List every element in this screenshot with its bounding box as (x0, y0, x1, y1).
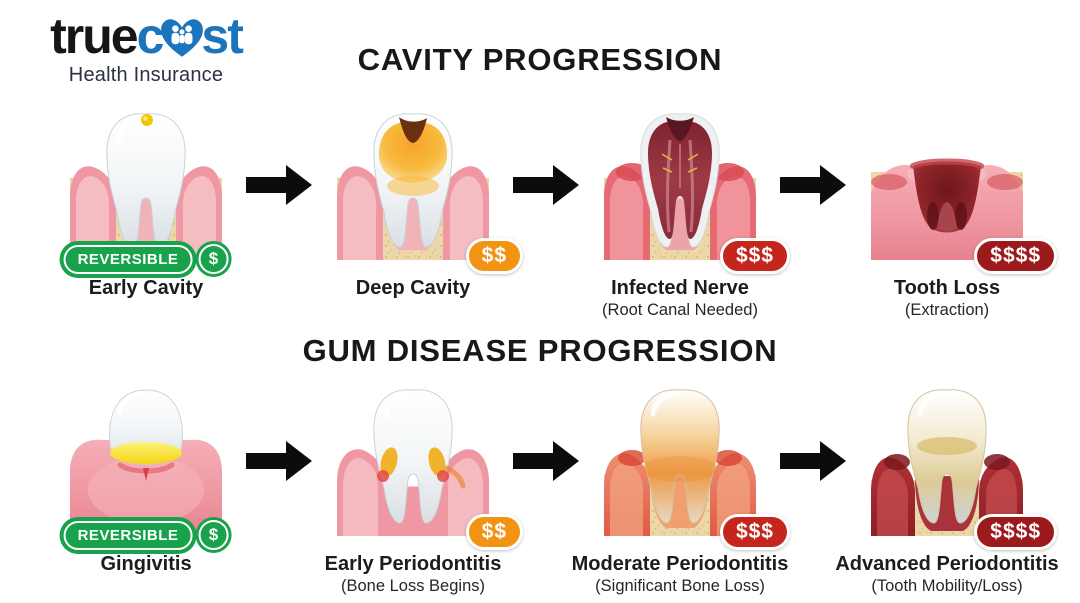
arrow-right-icon (512, 441, 579, 481)
moderate-periodontitis-illustration-wrap: $$$ (596, 376, 790, 550)
cost-badge: $$$$ (974, 238, 1057, 274)
stage-label: Tooth Loss (893, 277, 1001, 299)
stage-early-cavity: REVERSIBLE $ Early Cavity (62, 100, 230, 300)
arrow-cell (497, 100, 596, 208)
stage-sublabel: (Root Canal Needed) (602, 301, 758, 319)
cost-badge: $$$ (719, 238, 790, 274)
logo-text-true: true (50, 8, 138, 64)
stage-label: Deep Cavity (355, 277, 471, 299)
deep-cavity-tooth-illustration (337, 113, 489, 260)
cost-badge: $$ (465, 238, 523, 274)
early-periodontitis-badges: $$ (465, 514, 523, 550)
gingivitis-badges: REVERSIBLE $ (63, 520, 229, 550)
deep-cavity-badges: $$ (465, 238, 523, 274)
arrow-cell (230, 376, 329, 484)
gingivitis-illustration-wrap: REVERSIBLE $ (62, 376, 230, 550)
stage-sublabel: (Tooth Mobility/Loss) (871, 577, 1023, 595)
stage-sublabel: (Bone Loss Begins) (341, 577, 485, 595)
heart-family-icon (161, 19, 204, 57)
early-periodontitis-illustration-wrap: $$ (329, 376, 523, 550)
logo-subtitle: Health Insurance (68, 63, 224, 86)
gingivitis-tooth-illustration (70, 389, 222, 536)
logo-text-st: st (201, 8, 243, 64)
stage-sublabel: (Significant Bone Loss) (595, 577, 765, 595)
deep-cavity-illustration-wrap: $$ (329, 100, 523, 274)
stage-tooth-loss: $$$$ Tooth Loss (Extraction) (863, 100, 1057, 320)
early-cavity-badges: REVERSIBLE $ (63, 244, 229, 274)
gum-disease-progression-title: GUM DISEASE PROGRESSION (302, 333, 778, 368)
tooth-loss-badges: $$$$ (974, 238, 1057, 274)
advanced-periodontitis-badges: $$$$ (974, 514, 1057, 550)
cost-badge: $$ (465, 514, 523, 550)
stage-label: Moderate Periodontitis (571, 553, 789, 575)
cavity-progression-title: CAVITY PROGRESSION (357, 42, 723, 77)
arrow-cell (764, 100, 863, 208)
reversible-badge: REVERSIBLE (63, 244, 193, 274)
stage-gingivitis: REVERSIBLE $ Gingivitis (62, 376, 230, 576)
arrow-right-icon (245, 441, 312, 481)
advanced-periodontitis-illustration-wrap: $$$$ (863, 376, 1057, 550)
cost-badge: $$$$ (974, 514, 1057, 550)
stage-label: Early Periodontitis (324, 553, 502, 575)
cavity-progression-row: REVERSIBLE $ Early Cavity (0, 100, 1080, 320)
arrow-cell (230, 100, 329, 208)
arrow-cell (497, 376, 596, 484)
stage-deep-cavity: $$ Deep Cavity (329, 100, 523, 300)
logo-text-c: c (136, 8, 165, 64)
stage-moderate-periodontitis: $$$ Moderate Periodontitis (Significant … (572, 376, 790, 596)
early-periodontitis-tooth-illustration (337, 389, 489, 536)
cost-badge: $ (198, 244, 229, 274)
stage-early-periodontitis: $$ Early Periodontitis (Bone Loss Begins… (325, 376, 523, 596)
infected-nerve-illustration-wrap: $$$ (596, 100, 790, 274)
cost-badge: $ (198, 520, 229, 550)
arrow-cell (764, 376, 863, 484)
stage-sublabel: (Extraction) (904, 301, 990, 319)
early-cavity-tooth-illustration (70, 113, 222, 260)
arrow-right-icon (512, 165, 579, 205)
arrow-right-icon (779, 441, 846, 481)
stage-infected-nerve: $$$ Infected Nerve (Root Canal Needed) (596, 100, 790, 320)
arrow-right-icon (779, 165, 846, 205)
cost-badge: $$$ (719, 514, 790, 550)
infected-nerve-badges: $$$ (719, 238, 790, 274)
infected-nerve-tooth-illustration (604, 113, 756, 260)
moderate-periodontitis-badges: $$$ (719, 514, 790, 550)
stage-advanced-periodontitis: $$$$ Advanced Periodontitis (Tooth Mobil… (835, 376, 1059, 596)
stage-label: Gingivitis (100, 553, 192, 575)
gum-disease-progression-row: REVERSIBLE $ Gingivitis (0, 376, 1080, 596)
arrow-right-icon (245, 165, 312, 205)
early-cavity-illustration-wrap: REVERSIBLE $ (62, 100, 230, 274)
stage-label: Early Cavity (88, 277, 204, 299)
stage-label: Advanced Periodontitis (835, 553, 1059, 575)
tooth-loss-illustration-wrap: $$$$ (863, 100, 1057, 274)
stage-label: Infected Nerve (611, 277, 749, 299)
reversible-badge: REVERSIBLE (63, 520, 193, 550)
